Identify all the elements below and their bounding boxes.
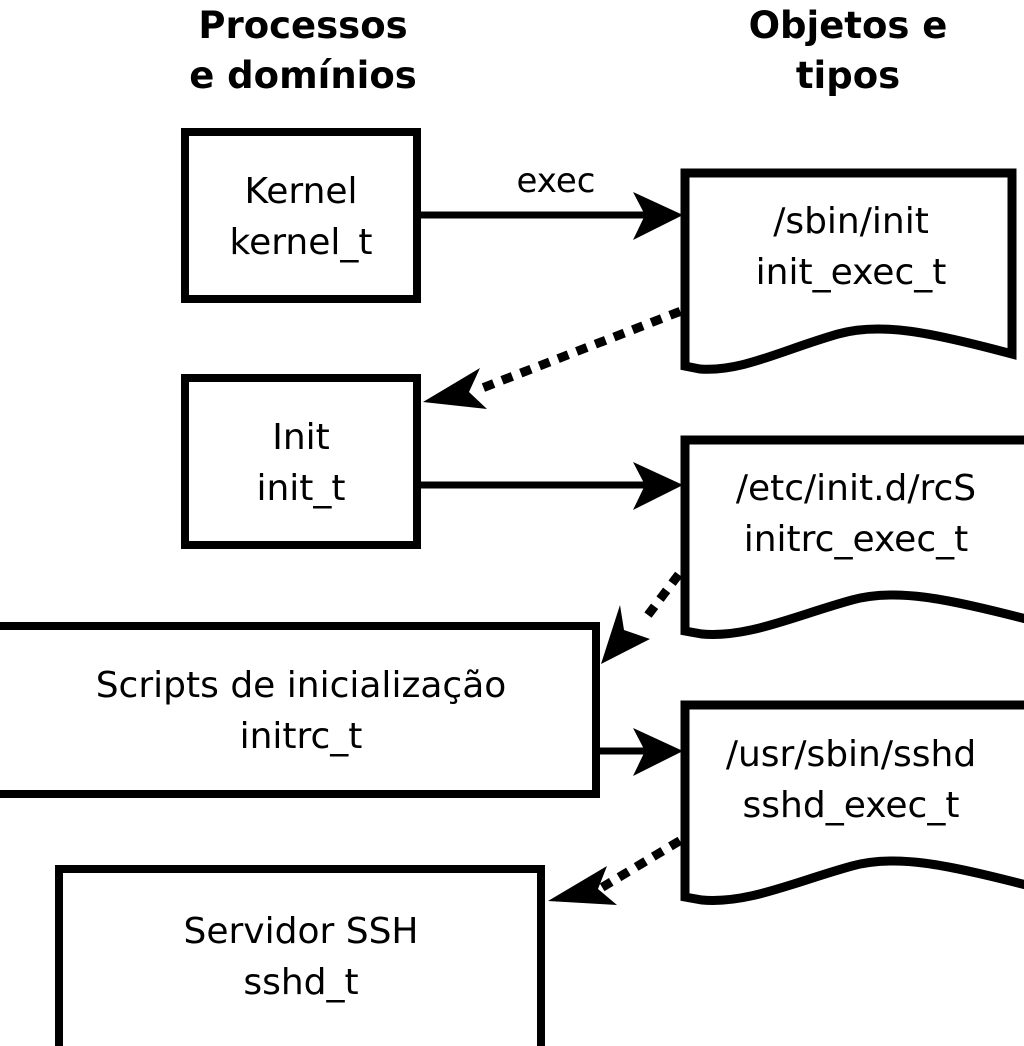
edge-initrc-exec-to-initrc-arrowhead: [601, 605, 650, 664]
object-box-sshd-exec-path: /usr/sbin/sshd: [726, 734, 976, 775]
process-box-kernel-name: Kernel: [244, 171, 357, 212]
column-header-processes-line1: Processos: [198, 4, 407, 47]
column-header-objects: Objetos e tipos: [749, 4, 948, 97]
column-header-processes: Processos e domínios: [189, 4, 417, 97]
process-box-kernel[interactable]: Kernel kernel_t: [181, 128, 421, 303]
process-box-sshd-name: Servidor SSH: [183, 911, 418, 952]
edge-kernel-exec-init-arrowhead: [633, 192, 683, 240]
process-box-init-name: Init: [272, 417, 330, 458]
process-box-kernel-type: kernel_t: [230, 222, 373, 263]
edge-sshd-exec-to-sshd-line: [599, 836, 683, 892]
edge-initrc-exec-to-initrc: [601, 571, 683, 664]
process-box-sshd-rect[interactable]: [55, 865, 545, 1046]
process-box-kernel-rect[interactable]: [181, 128, 421, 303]
edge-label-exec: exec: [516, 161, 595, 201]
process-box-initrc-type: initrc_t: [240, 716, 363, 757]
process-box-sshd-type: sshd_t: [243, 962, 358, 1003]
process-box-initrc-name: Scripts de inicialização: [96, 665, 507, 706]
edge-initrc-exec-sshd-arrowhead: [633, 728, 683, 776]
edge-initrc-exec-to-initrc-line: [638, 571, 683, 626]
object-box-initrc-exec[interactable]: /etc/init.d/rcS initrc_exec_t: [680, 435, 1024, 639]
process-box-initrc[interactable]: Scripts de inicialização initrc_t: [0, 622, 600, 798]
process-box-init[interactable]: Init init_t: [181, 374, 421, 549]
process-box-initrc-rect[interactable]: [0, 622, 600, 798]
object-box-initrc-exec-shape[interactable]: [680, 435, 1024, 639]
edge-sshd-exec-to-sshd-arrowhead: [548, 866, 617, 905]
object-box-initrc-exec-path: /etc/init.d/rcS: [736, 468, 976, 509]
process-box-init-type: init_t: [256, 468, 345, 509]
object-box-initrc-exec-type: initrc_exec_t: [744, 519, 969, 560]
object-box-sshd-exec[interactable]: /usr/sbin/sshd sshd_exec_t: [680, 700, 1024, 905]
column-header-processes-line2: e domínios: [189, 54, 417, 97]
edge-init-exec-initrc-arrowhead: [633, 462, 683, 510]
object-box-sshd-exec-shape[interactable]: [680, 700, 1024, 905]
edge-init-exec-to-init-line: [466, 307, 682, 398]
object-box-init-exec-path: /sbin/init: [773, 201, 929, 242]
object-box-sshd-exec-type: sshd_exec_t: [743, 785, 960, 826]
column-header-objects-line2: tipos: [796, 54, 900, 97]
edge-sshd-exec-to-sshd: [548, 836, 683, 905]
process-box-sshd[interactable]: Servidor SSH sshd_t: [55, 865, 545, 1046]
process-box-init-rect[interactable]: [181, 374, 421, 549]
object-box-init-exec-type: init_exec_t: [756, 252, 947, 293]
object-box-init-exec-shape[interactable]: [680, 168, 1017, 374]
edge-kernel-exec-init: exec: [421, 161, 683, 240]
edge-init-exec-to-init-arrowhead: [423, 368, 487, 409]
edge-initrc-exec-sshd: [600, 728, 683, 776]
edge-init-exec-to-init: [423, 307, 682, 409]
column-header-objects-line1: Objetos e: [749, 4, 948, 47]
edge-init-exec-initrc: [421, 462, 683, 510]
object-box-init-exec[interactable]: /sbin/init init_exec_t: [680, 168, 1017, 374]
